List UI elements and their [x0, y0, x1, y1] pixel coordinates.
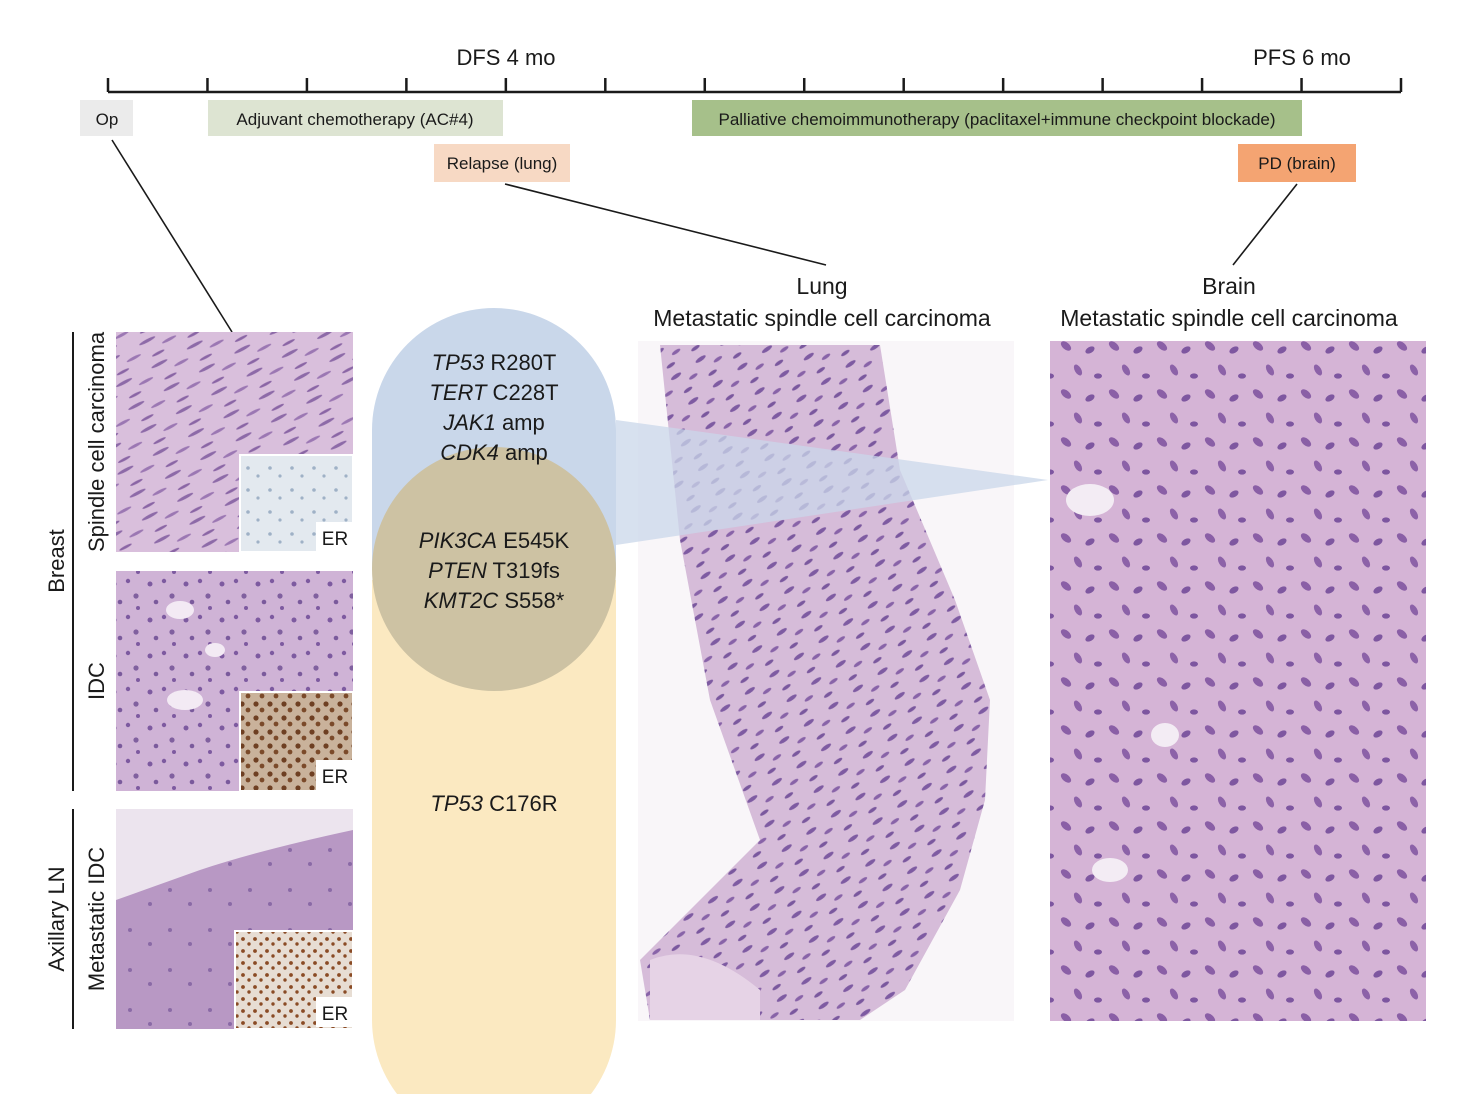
metastatic-idc-label: Metastatic IDC: [84, 847, 109, 991]
brain-title: Brain: [1202, 273, 1256, 299]
timeline-axis: [106, 78, 1403, 94]
op-connector: [111, 139, 233, 333]
er-label-ln: ER: [322, 1004, 348, 1025]
mutation-label: PIK3CA E545K: [419, 528, 570, 553]
mutation-change: E545K: [497, 528, 569, 553]
mutation-change: R280T: [484, 350, 556, 375]
breast-spindle-image: ER: [116, 332, 354, 553]
mutation-change: amp: [496, 410, 545, 435]
relapse-connector: [504, 183, 827, 266]
pfs-label: PFS 6 mo: [1253, 45, 1351, 70]
mutation-label: TP53 R280T: [432, 350, 557, 375]
primary-mutation-set: [372, 580, 616, 1094]
palliative-box: [692, 100, 1302, 136]
mutation-label: PTEN T319fs: [428, 558, 560, 583]
gene-name: KMT2C: [424, 588, 499, 613]
shared-mutation-set: [372, 447, 616, 691]
idc-label: IDC: [84, 662, 109, 700]
brain-subtitle: Metastatic spindle cell carcinoma: [1060, 305, 1398, 331]
er-label-spindle: ER: [322, 529, 348, 550]
axillary-ln-image: ER: [116, 809, 354, 1030]
mutation-label: CDK4 amp: [440, 440, 548, 465]
mutation-label: TERT C228T: [429, 380, 558, 405]
mutation-change: S558*: [498, 588, 564, 613]
op-label: Op: [96, 110, 119, 129]
palliative-label: Palliative chemoimmunotherapy (paclitaxe…: [718, 110, 1275, 129]
mutation-label: TP53 C176R: [430, 791, 557, 816]
axillary-label: Axillary LN: [44, 866, 69, 971]
pd-label: PD (brain): [1258, 154, 1335, 173]
pd-box: [1238, 144, 1356, 182]
mutation-change: T319fs: [487, 558, 560, 583]
breast-label: Breast: [44, 529, 69, 593]
adjuvant-label: Adjuvant chemotherapy (AC#4): [236, 110, 473, 129]
lung-subtitle: Metastatic spindle cell carcinoma: [653, 305, 991, 331]
gene-name: JAK1: [442, 410, 496, 435]
gene-name: TP53: [432, 350, 485, 375]
adjuvant-box: [208, 100, 503, 136]
breast-idc-image: ER: [116, 571, 354, 792]
mutation-label: JAK1 amp: [442, 410, 545, 435]
gene-name: CDK4: [440, 440, 499, 465]
er-label-idc: ER: [322, 767, 348, 788]
pd-connector: [1232, 183, 1298, 266]
mutation-change: C176R: [483, 791, 558, 816]
gene-name: TERT: [429, 380, 488, 405]
gene-name: TP53: [430, 791, 483, 816]
mutation-change: amp: [499, 440, 548, 465]
gene-name: PIK3CA: [419, 528, 497, 553]
mutation-label: KMT2C S558*: [424, 588, 565, 613]
relapse-box: [434, 144, 570, 182]
gene-name: PTEN: [428, 558, 487, 583]
metastasis-projection: [616, 420, 1048, 545]
brain-image: [1050, 341, 1426, 1021]
dfs-label: DFS 4 mo: [456, 45, 555, 70]
mutation-change: C228T: [486, 380, 558, 405]
spindle-label: Spindle cell carcinoma: [84, 331, 109, 552]
relapse-label: Relapse (lung): [447, 154, 558, 173]
op-box: [80, 100, 133, 136]
lung-title: Lung: [796, 273, 847, 299]
